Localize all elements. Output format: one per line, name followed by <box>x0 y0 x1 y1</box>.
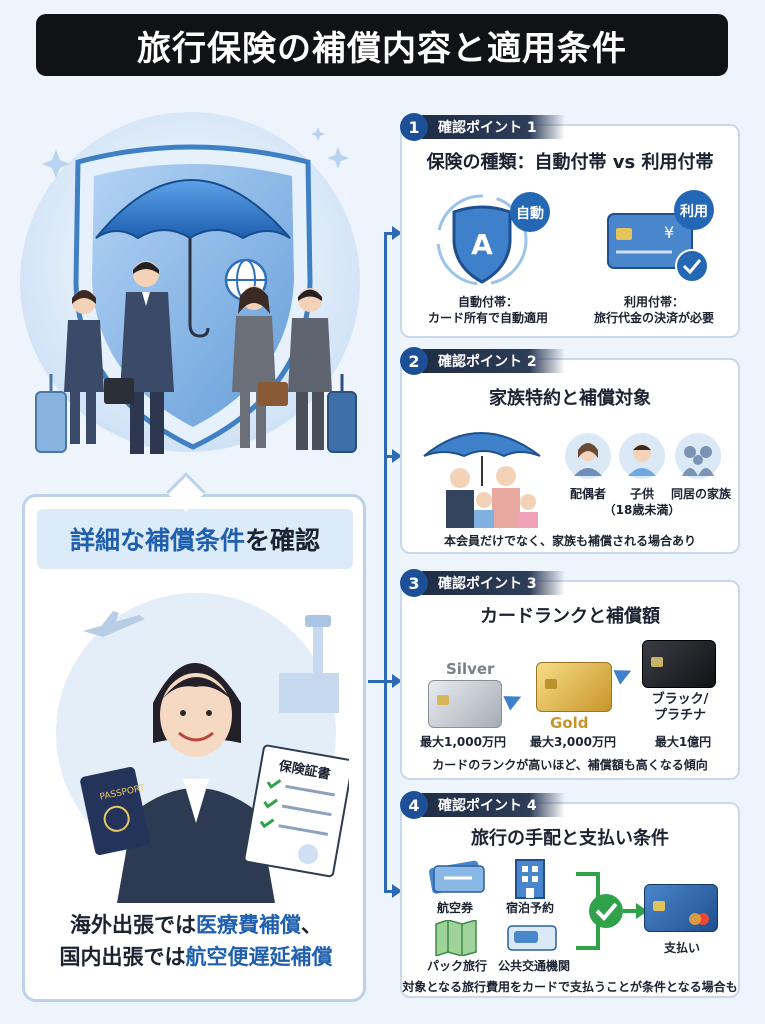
svg-text:¥: ¥ <box>664 223 674 242</box>
connector-line <box>384 232 387 892</box>
connector-link <box>384 232 396 235</box>
arrow-icon <box>392 226 402 240</box>
hotel-icon <box>515 859 545 899</box>
hero-illustration <box>18 92 368 472</box>
banner-text: を確認 <box>245 526 321 555</box>
page-title: 旅行保険の補償内容と適用条件 <box>36 14 728 76</box>
point-card-1: 保険の種類：自動付帯 vs 利用付帯 A 自動 ¥ 利用 自動付帯： カード所有… <box>400 124 740 338</box>
arrow-up-icon <box>613 663 635 685</box>
transit-label: 公共交通機関 <box>497 959 570 973</box>
caption-text: 、 <box>301 913 322 937</box>
caption-highlight: 航空便遅延補償 <box>185 945 333 969</box>
point-3-note: カードのランクが高いほど、補償額も高くなる傾向 <box>432 758 708 772</box>
banner-highlight: 詳細な補償条件 <box>69 526 245 555</box>
black-label-2: プラチナ <box>653 708 706 723</box>
gold-label: Gold <box>550 714 589 732</box>
point-number: 2 <box>400 347 428 375</box>
left-summary-card: 詳細な補償条件を確認 PASSPORT <box>22 494 366 1002</box>
child-label-1: 子供 <box>629 487 654 501</box>
connector-link <box>384 680 396 683</box>
point-card-4: 旅行の手配と支払い条件 航空券 宿泊予約 パック旅行 公共交通機関 支払い 対象… <box>400 802 740 998</box>
point-number: 4 <box>400 791 428 819</box>
payment-card-icon <box>644 884 718 932</box>
point-4-note: 対象となる旅行費用をカードで支払うことが条件となる場合も <box>402 980 738 994</box>
silver-label: Silver <box>446 660 495 678</box>
auto-label-2: カード所有で自動適用 <box>427 311 548 325</box>
point-tag-1: 1 確認ポイント 1 <box>400 112 640 142</box>
left-caption: 海外出張では医療費補償、 国内出張では航空便遅延補償 <box>33 909 359 973</box>
point-tag-label: 確認ポイント 3 <box>422 571 565 595</box>
caption-line-2: 国内出張では航空便遅延補償 <box>33 941 359 973</box>
connector-link <box>368 680 386 683</box>
use-label: 利用付帯： 旅行代金の決済が必要 <box>574 294 734 326</box>
point-3-title: カードランクと補償額 <box>480 606 660 627</box>
hotel-label: 宿泊予約 <box>505 901 554 915</box>
auto-badge: 自動 <box>516 205 544 222</box>
shield-letter: A <box>471 228 493 261</box>
use-label-2: 旅行代金の決済が必要 <box>593 311 714 325</box>
train-ticket-icon <box>507 925 557 951</box>
caption-highlight: 医療費補償 <box>196 913 301 937</box>
point-card-3: カードランクと補償額 Silver Gold ブラック/ プラチナ 最大1,00… <box>400 580 740 780</box>
point-tag-2: 2 確認ポイント 2 <box>400 346 640 376</box>
connector-link <box>384 455 396 458</box>
point-tag-label: 確認ポイント 2 <box>422 349 565 373</box>
point-tag-4: 4 確認ポイント 4 <box>400 790 640 820</box>
airline-ticket-icon <box>428 860 485 894</box>
use-badge: 利用 <box>680 203 708 220</box>
businesswoman-illustration: PASSPORT 保険証書 <box>43 583 354 903</box>
card-payment-icon: ¥ 利用 <box>607 190 714 283</box>
use-label-1: 利用付帯： <box>623 295 684 309</box>
child-icon <box>619 433 665 479</box>
household-family-icon <box>675 433 721 479</box>
check-flow-icon <box>576 872 648 950</box>
payment-label: 支払い <box>663 941 700 955</box>
point-2-title: 家族特約と補償対象 <box>489 388 651 409</box>
point-4-title: 旅行の手配と支払い条件 <box>471 828 669 849</box>
ticket-label: 航空券 <box>436 901 473 915</box>
confirm-banner: 詳細な補償条件を確認 <box>37 509 353 569</box>
child-label: 子供 （18歳未満） <box>602 486 682 518</box>
auto-label-1: 自動付帯： <box>457 295 518 309</box>
arrow-icon <box>392 674 402 688</box>
gold-card-icon <box>536 662 612 712</box>
package-label: パック旅行 <box>426 959 487 973</box>
auto-shield-icon: A 自動 <box>436 192 550 286</box>
point-tag-label: 確認ポイント 4 <box>422 793 565 817</box>
caption-text: 国内出張では <box>59 945 186 969</box>
connector-link <box>384 890 396 893</box>
point-number: 3 <box>400 569 428 597</box>
black-label-1: ブラック/ <box>651 692 709 707</box>
black-label: ブラック/ プラチナ <box>630 692 730 724</box>
child-label-2: （18歳未満） <box>603 503 681 517</box>
point-2-note: 本会員だけでなく、家族も補償される場合あり <box>443 534 696 548</box>
black-amount: 最大1億円 <box>654 735 712 749</box>
spouse-icon <box>565 433 611 479</box>
spouse-label: 配偶者 <box>569 487 606 501</box>
arrow-icon <box>392 449 402 463</box>
point-number: 1 <box>400 113 428 141</box>
point-card-2: 家族特約と補償対象 配偶者 子供 （18歳未満） 同居の家族 本会員だけ <box>400 358 740 554</box>
point-1-title: 保険の種類：自動付帯 vs 利用付帯 <box>426 152 714 173</box>
arrow-icon <box>392 884 402 898</box>
silver-amount: 最大1,000万円 <box>420 735 506 749</box>
caption-line-1: 海外出張では医療費補償、 <box>33 909 359 941</box>
family-umbrella-icon <box>423 432 541 528</box>
gold-amount: 最大3,000万円 <box>530 735 616 749</box>
caption-text: 海外出張では <box>70 913 196 937</box>
black-card-icon <box>642 640 716 688</box>
silver-card-icon <box>428 680 502 728</box>
household-family-label: 同居の家族 <box>670 487 731 501</box>
auto-label: 自動付帯： カード所有で自動適用 <box>408 294 568 326</box>
arrow-up-icon <box>503 689 525 711</box>
map-package-icon <box>435 920 477 956</box>
point-tag-label: 確認ポイント 1 <box>422 115 565 139</box>
point-tag-3: 3 確認ポイント 3 <box>400 568 640 598</box>
